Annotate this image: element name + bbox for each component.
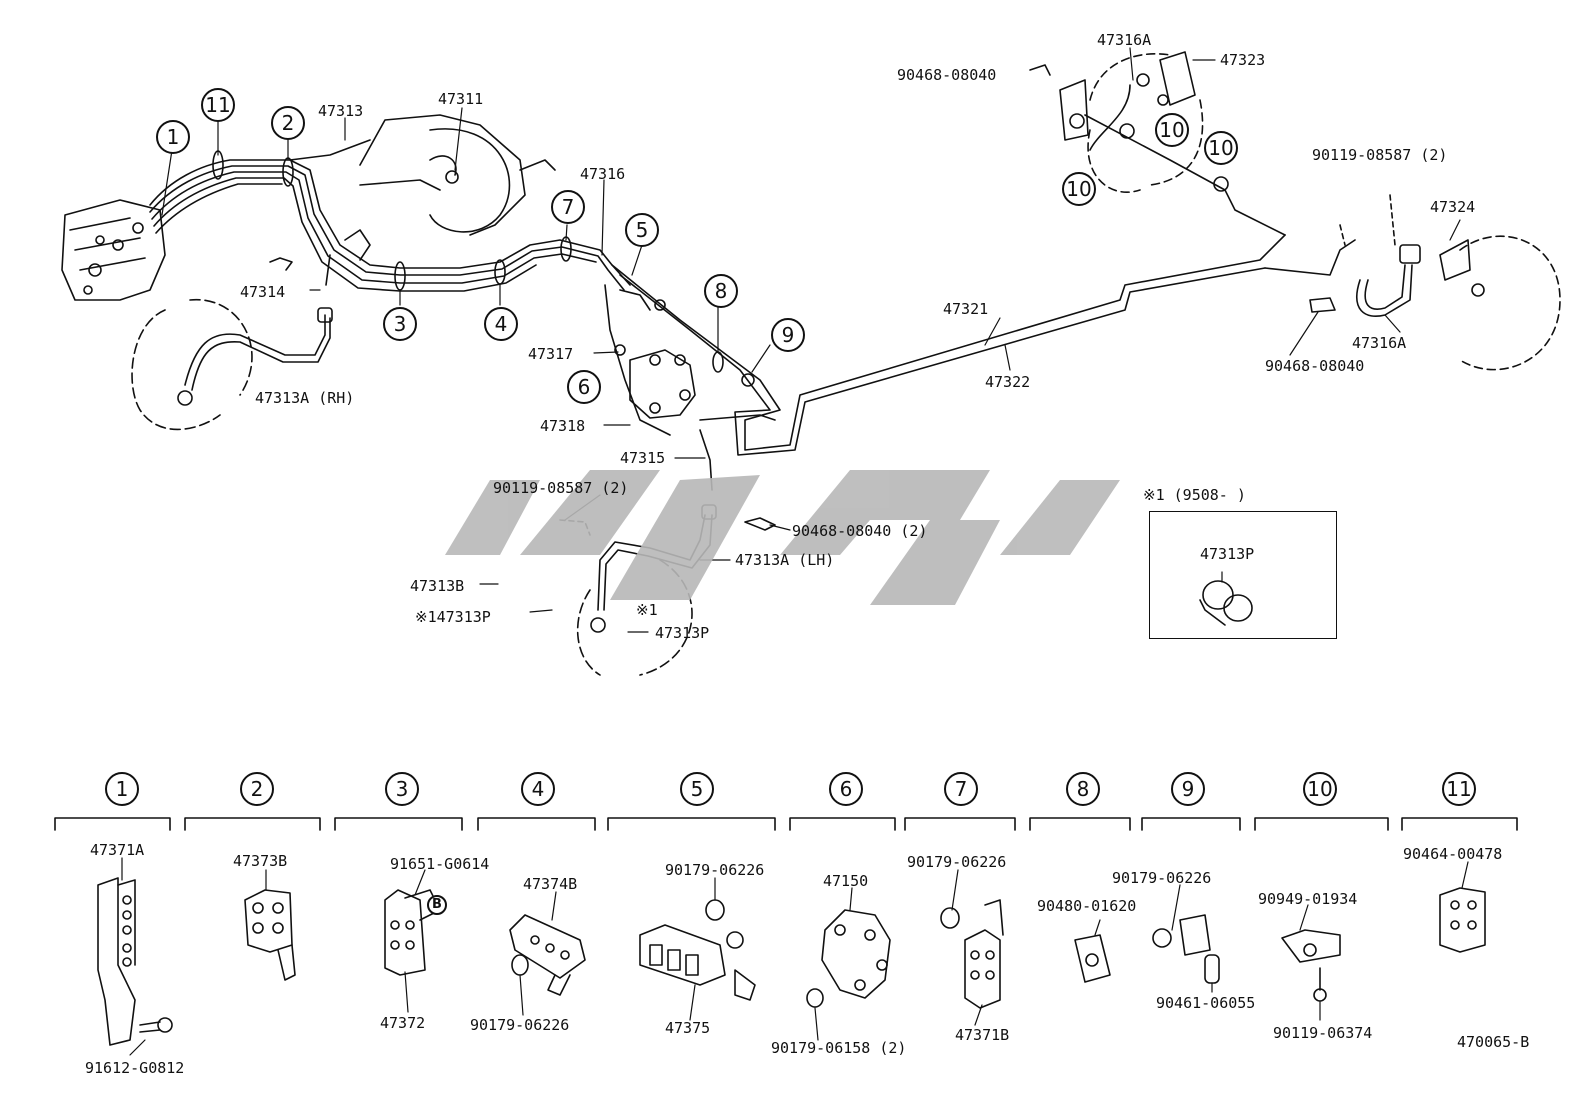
legend-g6-bottom: 90179-06158 (2) [771,1039,907,1057]
label-47313A-LH: 47313A (LH) [735,551,835,569]
legend-g3-top: 91651-G0614 [390,855,490,873]
label-47322: 47322 [985,373,1031,391]
inset-box [1149,511,1337,639]
callout-8: 8 [704,274,738,308]
callout-9: 9 [771,318,805,352]
legend-header-5: 5 [680,772,714,806]
callout-1: 1 [156,120,190,154]
legend-g2-top: 47373B [233,852,288,870]
rear-brakes-drawing [1029,51,1561,371]
callout-b: B [427,895,447,915]
callout-10-a: 10 [1155,113,1189,147]
front-right-brake-drawing [131,257,333,431]
legend-g10-bottom: 90119-06374 [1273,1024,1373,1042]
legend-g5-bottom: 47375 [665,1019,711,1037]
legend-g11-top: 90464-00478 [1403,845,1503,863]
legend-header-7: 7 [944,772,978,806]
label-90468-mid: 90468-08040 (2) [792,522,928,540]
label-90119-mid: 90119-08587 (2) [493,479,629,497]
legend-brackets [54,817,1518,831]
legend-header-10: 10 [1303,772,1337,806]
callout-10-c: 10 [1062,172,1096,206]
legend-header-3: 3 [385,772,419,806]
legend-g4-top: 47374B [523,875,578,893]
legend-header-4: 4 [521,772,555,806]
legend-header-9: 9 [1171,772,1205,806]
legend-g8-top: 90480-01620 [1037,897,1137,915]
inset-part-label: 47313P [1200,545,1255,563]
proportioning-valve-drawing [614,289,696,419]
label-90468-right: 90468-08040 [1265,357,1365,375]
callout-10-b: 10 [1204,131,1238,165]
label-47316A-top: 47316A [1097,31,1152,49]
legend-header-1: 1 [105,772,139,806]
leader-lines [121,47,1469,1056]
callout-4: 4 [484,307,518,341]
label-47324: 47324 [1430,198,1476,216]
legend-g9-bottom: 90461-06055 [1156,994,1256,1012]
legend-header-6: 6 [829,772,863,806]
label-47311: 47311 [438,90,484,108]
callout-11: 11 [201,88,235,122]
callout-5: 5 [625,213,659,247]
legend-g4-bottom: 90179-06226 [470,1016,570,1034]
legend-g10-top: 90949-01934 [1258,890,1358,908]
legend-g6-top: 47150 [823,872,869,890]
legend-g9-top: 90179-06226 [1112,869,1212,887]
label-47313: 47313 [318,102,364,120]
inset-title: ※1 (9508- ) [1143,486,1246,504]
label-47321: 47321 [943,300,989,318]
label-47313A-RH: 47313A (RH) [255,389,355,407]
label-47317: 47317 [528,345,574,363]
label-47313B: 47313B [410,577,465,595]
callout-3: 3 [383,307,417,341]
booster-drawing [344,114,556,261]
diagram-code: 470065-B [1457,1033,1530,1051]
watermark-logo [445,470,1120,605]
label-90119-right: 90119-08587 (2) [1312,146,1448,164]
legend-g7-bottom: 47371B [955,1026,1010,1044]
legend-g7-top: 90179-06226 [907,853,1007,871]
label-47316: 47316 [580,165,626,183]
callout-2: 2 [271,106,305,140]
label-47323: 47323 [1220,51,1266,69]
abs-actuator-drawing [61,199,166,301]
callout-7: 7 [551,190,585,224]
legend-g1-top: 47371A [90,841,145,859]
label-47313P-lower: 47313P [655,624,710,642]
label-note-1: ※1 [636,601,658,619]
inset-sketch [1199,580,1253,626]
legend-header-8: 8 [1066,772,1100,806]
label-47316A-right: 47316A [1352,334,1407,352]
label-90468-top: 90468-08040 [897,66,997,84]
label-47314: 47314 [240,283,286,301]
legend-header-2: 2 [240,772,274,806]
brake-lines-drawing [149,114,1356,491]
callout-6: 6 [567,370,601,404]
legend-g1-bottom: 91612-G0812 [85,1059,185,1077]
legend-g5-top: 90179-06226 [665,861,765,879]
label-note-47313P: ※147313P [415,608,491,626]
legend-part-sketches [97,877,1486,1046]
legend-g3-bottom: 47372 [380,1014,426,1032]
legend-header-11: 11 [1442,772,1476,806]
label-47318: 47318 [540,417,586,435]
label-47315: 47315 [620,449,666,467]
